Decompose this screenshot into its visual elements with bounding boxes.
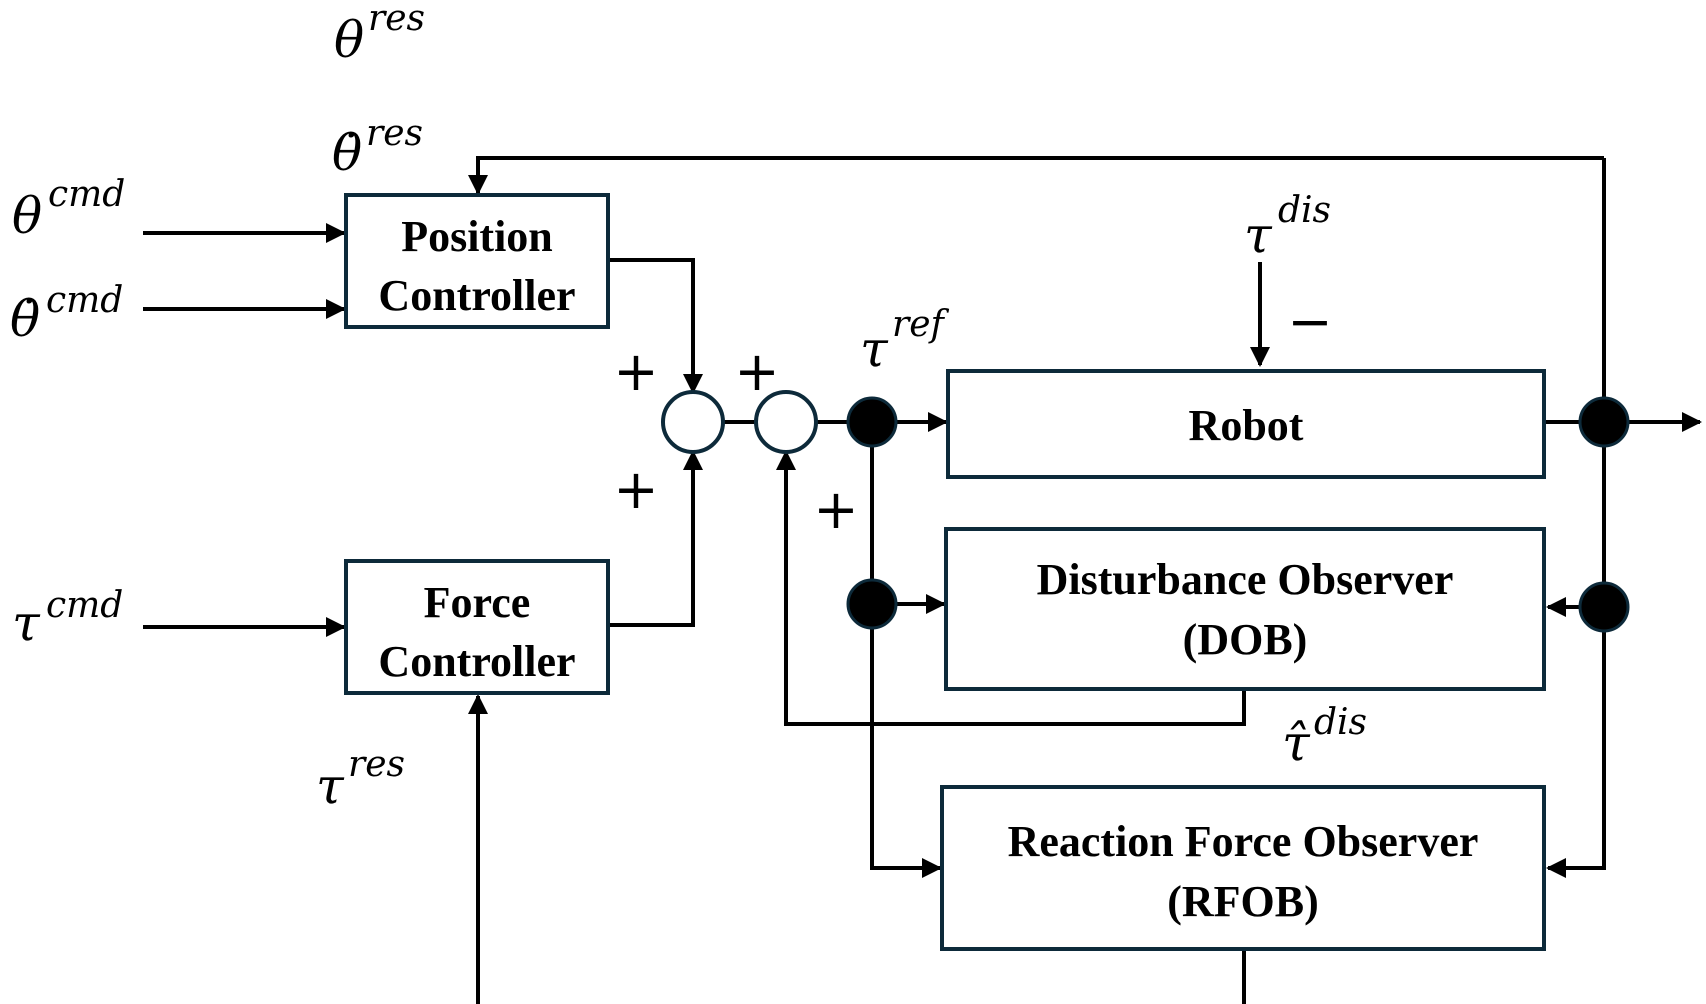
sign-disturbance: − [1287, 290, 1332, 353]
rfob-block: Reaction Force Observer (RFOB) [940, 785, 1546, 951]
branch-node-output-dob [1578, 581, 1630, 633]
theta-cmd-base: θ [12, 187, 42, 245]
signal-theta-cmd: θ cmd [12, 174, 125, 245]
wire-feedback-position [468, 156, 1604, 195]
branch-node-dob-input [846, 578, 898, 630]
force-controller-label-2: Controller [378, 637, 575, 686]
wire-dob-to-sum2 [776, 450, 1246, 726]
theta-res-base: θ [334, 11, 364, 69]
position-controller-label-2: Controller [378, 271, 575, 320]
summing-junction-2 [754, 390, 818, 454]
position-controller-label-1: Position [401, 212, 553, 261]
sign-sum1-top: + [613, 340, 658, 403]
wire-rfob-to-force [468, 694, 1246, 1004]
tau-res-sup: res [348, 744, 405, 785]
signal-theta-dot-cmd: θ̇ cmd [10, 280, 123, 348]
robot-block: Robot [946, 369, 1546, 479]
tau-hat-dis-base: τ̂ [1282, 714, 1311, 772]
branch-node-output [1578, 396, 1630, 448]
tau-dis-base: τ [1244, 206, 1273, 264]
sign-sum1-bottom: + [613, 458, 658, 521]
robot-label: Robot [1189, 401, 1304, 450]
sign-sum2-bottom: + [813, 478, 858, 541]
theta-dot-cmd-sup: cmd [46, 280, 123, 321]
signal-tau-ref: τ ref [860, 304, 950, 378]
signal-tau-hat-dis: τ̂ dis [1282, 702, 1367, 772]
position-controller-block: Position Controller [344, 193, 610, 329]
theta-dot-res-base: θ̇ [332, 124, 362, 182]
theta-cmd-sup: cmd [48, 174, 125, 215]
dob-label-1: Disturbance Observer [1037, 555, 1454, 604]
tau-ref-base: τ [860, 320, 889, 378]
rfob-label-2: (RFOB) [1167, 877, 1319, 926]
rfob-label-1: Reaction Force Observer [1008, 817, 1479, 866]
sign-sum2-top: + [734, 340, 779, 403]
tau-dis-sup: dis [1278, 190, 1331, 231]
branch-node-tau-ref [846, 396, 898, 448]
dob-label-2: (DOB) [1183, 615, 1308, 664]
tau-hat-dis-sup: dis [1314, 702, 1367, 743]
tau-ref-sup: ref [892, 304, 950, 345]
summing-junction-1 [661, 390, 725, 454]
signal-theta-dot-res: θ̇ res [332, 113, 423, 182]
signal-theta-res: θ res [334, 0, 425, 69]
wire-force-to-sum1 [608, 450, 703, 627]
tau-res-base: τ [316, 757, 345, 815]
signal-tau-cmd: τ cmd [12, 585, 123, 652]
theta-res-sup: res [368, 0, 425, 39]
theta-dot-cmd-base: θ̇ [10, 290, 40, 348]
dob-block: Disturbance Observer (DOB) [944, 527, 1546, 691]
force-controller-block: Force Controller [344, 559, 610, 695]
force-controller-label-1: Force [424, 578, 531, 627]
tau-cmd-sup: cmd [46, 585, 123, 626]
theta-dot-res-sup: res [366, 113, 423, 154]
wire-position-to-sum1 [608, 258, 703, 394]
signal-tau-res: τ res [316, 744, 405, 815]
signal-tau-dis: τ dis [1244, 190, 1331, 264]
tau-cmd-base: τ [12, 594, 41, 652]
